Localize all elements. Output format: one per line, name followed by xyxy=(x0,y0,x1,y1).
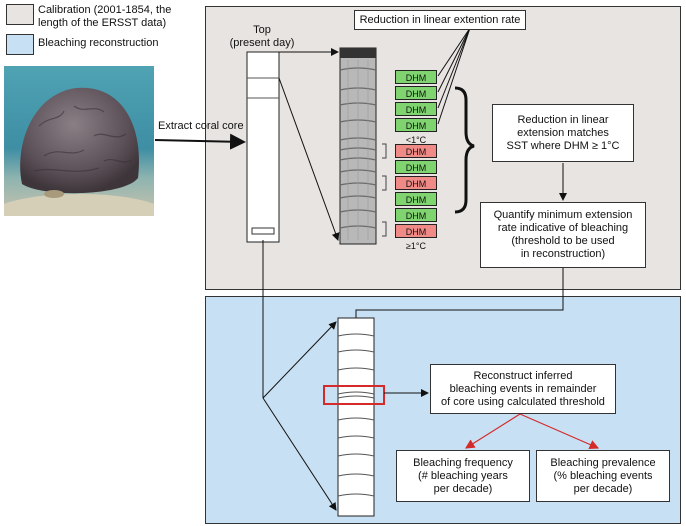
dhm-box: DHM <1°C xyxy=(395,192,437,219)
dhm-box: DHM <1°C xyxy=(395,208,437,235)
legend-swatch-bleaching xyxy=(6,34,34,55)
frequency-box: Bleaching frequency (# bleaching years p… xyxy=(396,450,530,502)
legend-label-calibration: Calibration (2001-1854, the length of th… xyxy=(38,4,172,29)
core-top-label: Top (present day) xyxy=(229,24,295,49)
prevalence-box: Bleaching prevalence (% bleaching events… xyxy=(536,450,670,502)
coral-illustration xyxy=(4,87,154,216)
reduction-title-box: Reduction in linear extention rate xyxy=(354,10,526,30)
dhm-box: DHM ≥1°C xyxy=(395,224,437,251)
legend-swatch-calibration xyxy=(6,4,34,25)
dhm-box: DHM ≥1°C xyxy=(395,176,437,203)
dhm-box: DHM ≥1°C xyxy=(395,144,437,171)
legend-label-bleaching: Bleaching reconstruction xyxy=(38,37,159,49)
dhm-box: DHM <1°C xyxy=(395,160,437,187)
dhm-box: DHM <1°C xyxy=(395,102,437,129)
dhm-box: DHM <1°C xyxy=(395,70,437,97)
reconstruct-box: Reconstruct inferred bleaching events in… xyxy=(430,364,616,414)
extract-core-label: Extract coral core xyxy=(158,120,244,132)
dhm-box: DHM <1°C xyxy=(395,86,437,113)
quantify-box: Quantify minimum extension rate indicati… xyxy=(480,202,646,268)
matches-box: Reduction in linear extension matches SS… xyxy=(492,104,634,162)
coral-photo xyxy=(4,66,154,216)
dhm-box: DHM <1°C xyxy=(395,118,437,145)
